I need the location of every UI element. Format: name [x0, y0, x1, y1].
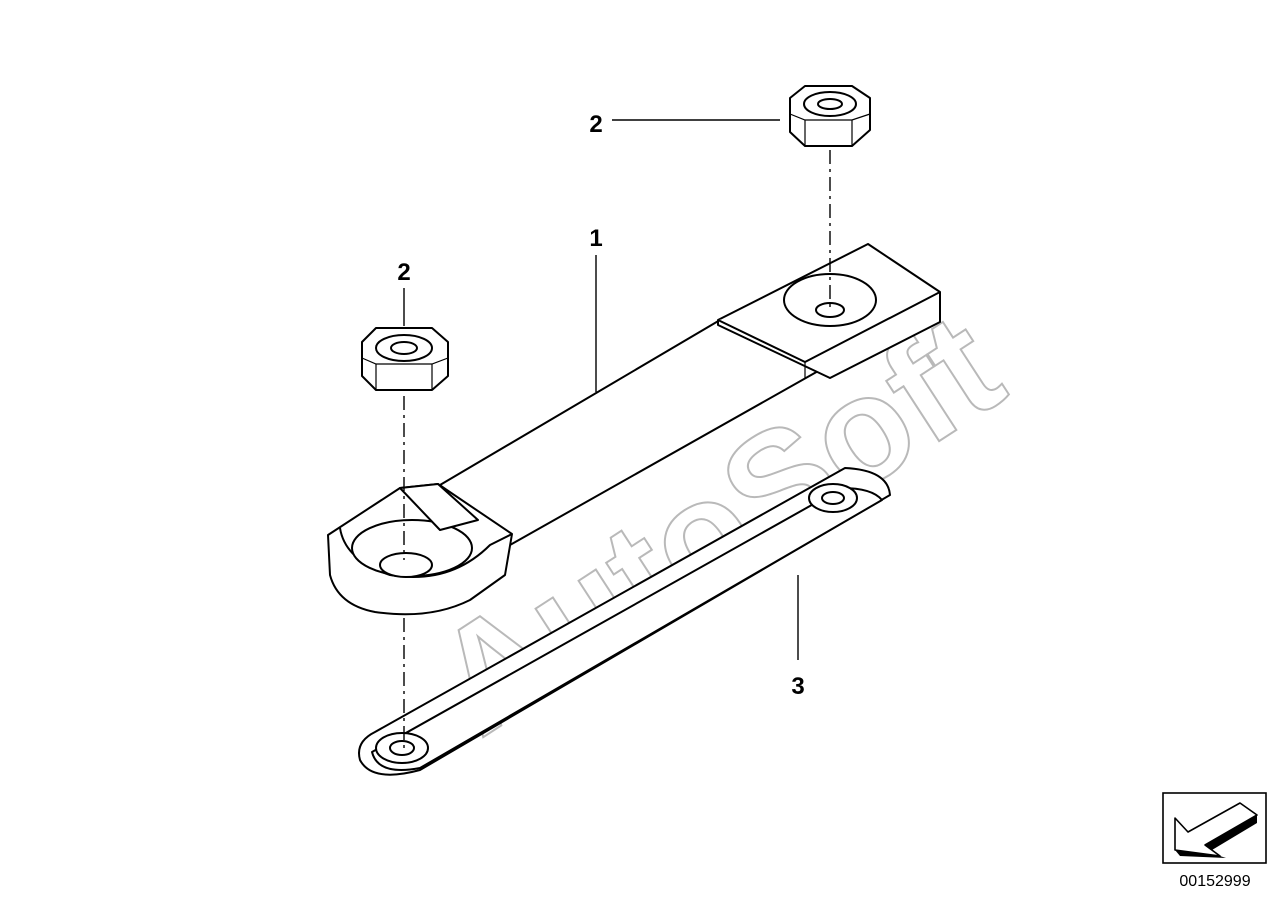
callout-2-left: 2 [397, 259, 410, 286]
leader-lines [403, 119, 799, 660]
ground-strap-icon [327, 243, 941, 616]
callout-3: 3 [791, 673, 804, 700]
callout-2-top: 2 [589, 111, 602, 138]
insulator-strip-icon [358, 467, 891, 776]
callout-1: 1 [589, 225, 602, 252]
direction-arrow-icon [1162, 792, 1267, 864]
hex-nut-icon [361, 327, 449, 391]
hex-nut-icon [789, 85, 871, 147]
assembly-lines [403, 150, 831, 748]
diagram-id: 00152999 [1179, 873, 1250, 890]
